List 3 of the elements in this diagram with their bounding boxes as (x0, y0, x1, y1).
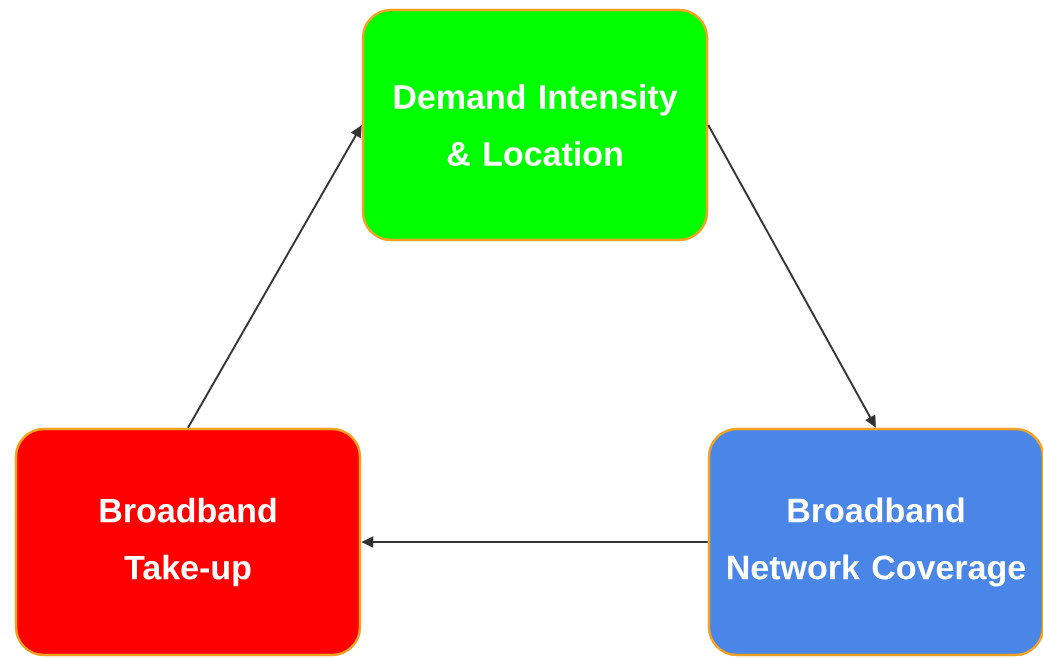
process-box: Broadband Take-up (14, 427, 362, 657)
process-box: Demand Intensity & Location (361, 8, 709, 242)
process-box: Broadband Network Coverage (707, 427, 1043, 657)
